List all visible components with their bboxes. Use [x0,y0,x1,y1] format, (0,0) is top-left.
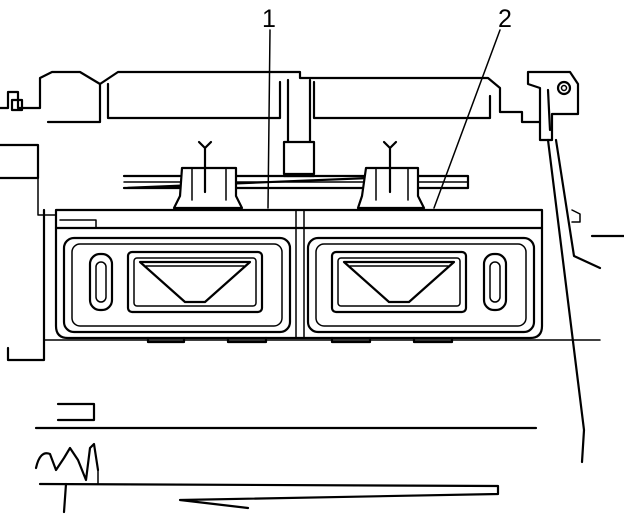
callout-1-label: 1 [262,5,276,33]
left-retaining-clip [172,140,244,210]
right-bracket [526,70,624,464]
connector-1 [62,236,292,334]
callout-2-label: 2 [498,5,512,33]
right-retaining-clip [356,140,426,210]
connector-2 [306,236,536,334]
callout-1: 1 [262,5,276,209]
lower-trim [34,402,538,514]
module-feet [43,336,601,344]
leader-line-1 [267,29,271,209]
leader-line-2 [433,29,501,209]
callout-2: 2 [433,5,512,209]
center-mounting-post [282,78,316,178]
upper-housing-frame [98,70,542,124]
left-side-panel [0,70,102,362]
